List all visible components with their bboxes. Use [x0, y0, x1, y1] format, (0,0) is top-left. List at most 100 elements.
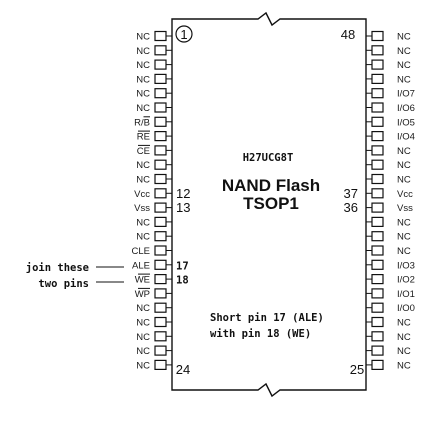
- pin-number: 12: [176, 186, 190, 201]
- pin-pad: [371, 116, 384, 127]
- pin-pad: [371, 73, 384, 85]
- pin-pad: [154, 73, 167, 85]
- pin-label: I/O3: [397, 260, 415, 271]
- left-pin: NC: [136, 173, 172, 186]
- right-pin: NC: [366, 245, 411, 257]
- left-pin: NC: [136, 102, 172, 114]
- pin-number: 18: [176, 275, 189, 287]
- pin-pad: [154, 88, 167, 99]
- pin-label: NC: [136, 360, 150, 371]
- right-pin: I/O1: [366, 288, 415, 300]
- left-pin: NC: [136, 159, 172, 171]
- right-pin: NC: [366, 145, 411, 157]
- pin-pad: [154, 102, 167, 113]
- pin-label: NC: [397, 46, 411, 57]
- pin-label: NC: [136, 232, 150, 243]
- pin-label: NC: [397, 318, 411, 329]
- pin-pad: [371, 274, 384, 285]
- pin-pad: [371, 202, 384, 213]
- right-pin: I/O5: [366, 116, 415, 128]
- right-pin: NC: [366, 173, 411, 186]
- corner-number-48: 48: [341, 27, 355, 42]
- pin-pad: [371, 45, 384, 56]
- pin-number: 37: [344, 186, 358, 201]
- left-pin: NC: [136, 231, 172, 243]
- pin-pad: [154, 131, 167, 142]
- left-pin: NC: [136, 45, 172, 57]
- chip-title-line1: NAND Flash: [222, 176, 320, 195]
- pin-label: I/O4: [397, 132, 415, 143]
- right-pin: NC: [366, 45, 411, 57]
- pin-pad: [154, 59, 167, 70]
- pin-pad: [154, 331, 167, 342]
- right-pin: NC: [366, 159, 411, 171]
- pin-pad: [371, 131, 384, 142]
- pin-label: NC: [136, 318, 150, 329]
- pin-label: I/O0: [397, 303, 415, 314]
- pin-pad: [154, 145, 167, 156]
- pin-label: NC: [136, 103, 150, 114]
- right-pin: NC: [366, 331, 411, 343]
- pin-label: Vss: [134, 203, 150, 214]
- pin-pad: [371, 216, 384, 227]
- pin-label: NC: [136, 74, 150, 85]
- left-pin: NC: [136, 345, 172, 357]
- pin-label: NC: [136, 32, 150, 43]
- pin-pad: [371, 102, 384, 113]
- pin-label: ALE: [132, 260, 150, 271]
- pin-label: WE: [135, 275, 150, 286]
- join-note-line2: two pins: [38, 278, 89, 290]
- pin-label: NC: [397, 175, 411, 186]
- pin-pad: [371, 259, 384, 270]
- left-pin: NC: [136, 73, 172, 85]
- pin-label: NC: [397, 217, 411, 228]
- pin-number: 36: [344, 200, 358, 215]
- pin-pad: [371, 231, 384, 242]
- chip-body-outline: [171, 11, 367, 398]
- right-pin: I/O0: [366, 302, 415, 314]
- pin-pad: [371, 245, 384, 256]
- pin-label: Vss: [397, 203, 413, 214]
- left-pin: ALE 17: [132, 259, 189, 272]
- left-pin: NC: [136, 30, 172, 43]
- pin-label: I/O6: [397, 103, 415, 114]
- right-pin: NC: [366, 316, 411, 329]
- right-pin: NC: [366, 59, 411, 71]
- pin-label: I/O7: [397, 89, 415, 100]
- pin-label: NC: [136, 89, 150, 100]
- pin-pad: [154, 359, 167, 370]
- pin-pad: [371, 159, 384, 170]
- pin-number: 17: [176, 260, 189, 272]
- pin-label: NC: [136, 303, 150, 314]
- right-pin: NC: [366, 216, 411, 228]
- pin-label: NC: [397, 332, 411, 343]
- pin-pad: [154, 188, 167, 199]
- corner-number-24: 24: [176, 362, 190, 377]
- pin-label: WP: [135, 289, 150, 300]
- pin-label: CLE: [132, 246, 150, 257]
- left-pin: CE: [137, 144, 172, 157]
- corner-number-25: 25: [350, 362, 364, 377]
- pin-pad: [154, 245, 167, 256]
- pin-label: NC: [397, 246, 411, 257]
- pin-pad: [371, 345, 384, 356]
- pin-pad: [371, 145, 384, 156]
- pin-label: I/O1: [397, 289, 415, 300]
- pin1-marker-circle: [175, 25, 193, 43]
- pin-pad: [154, 216, 167, 227]
- pin-pad: [154, 45, 167, 56]
- pin-pad: [154, 231, 167, 242]
- left-pin: NC: [136, 88, 172, 100]
- pin-pad: [371, 88, 384, 99]
- pin-pad: [154, 302, 167, 313]
- pin-label: R/B: [134, 117, 150, 128]
- pin-pad: [371, 188, 384, 199]
- pin-label: NC: [136, 46, 150, 57]
- left-pin: WP: [135, 287, 172, 300]
- right-pin: Vss 36: [344, 200, 414, 215]
- pin1-marker-number: 1: [180, 27, 187, 42]
- join-note-line1: join these: [26, 262, 89, 274]
- pin-pad: [371, 359, 384, 370]
